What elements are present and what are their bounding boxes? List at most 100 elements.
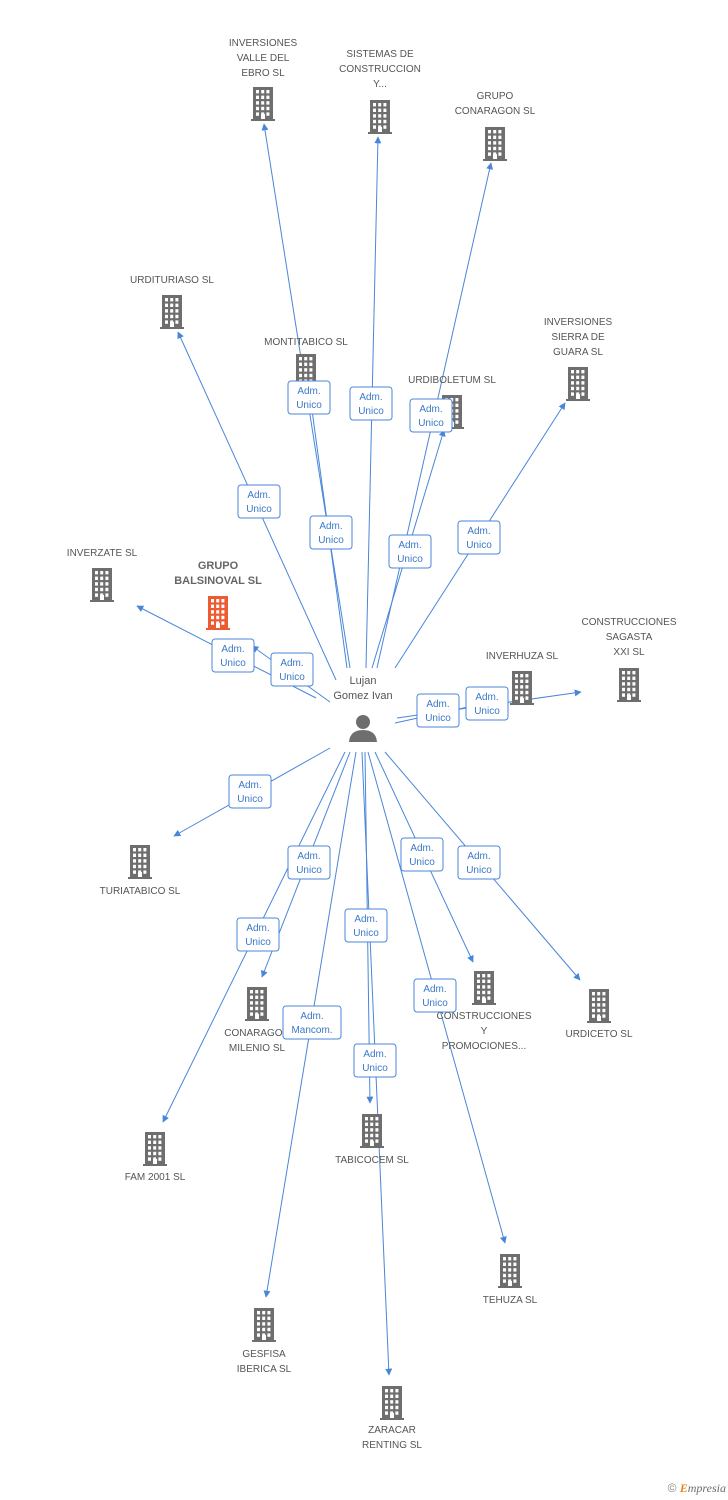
company-label: INVERSIONES xyxy=(229,38,298,49)
edge-label-grupo-conaragon[interactable]: Adm.Unico xyxy=(409,398,453,433)
edge-label-construcciones-sagasta[interactable]: Adm.Unico xyxy=(465,686,509,721)
footer: © Empresia xyxy=(668,1481,726,1496)
building-icon xyxy=(617,668,641,702)
company-node-urdiceto[interactable]: URDICETO SL xyxy=(565,989,633,1040)
company-label: VALLE DEL xyxy=(237,53,290,64)
edge-label-inversiones-valle-del-ebro[interactable]: Adm.Unico xyxy=(287,380,331,415)
edge-label-text: Adm. xyxy=(297,851,320,862)
company-node-inverhuza[interactable]: INVERHUZA SL xyxy=(486,651,559,705)
company-label: Y... xyxy=(373,79,387,90)
edge-label-text: Unico xyxy=(409,857,435,868)
company-node-construcciones-y-promociones[interactable]: CONSTRUCCIONESYPROMOCIONES... xyxy=(436,971,532,1052)
company-label: URDICETO SL xyxy=(565,1029,632,1040)
edge-label-text: Adm. xyxy=(300,1011,323,1022)
edge-label-text: Adm. xyxy=(398,540,421,551)
copyright-symbol: © xyxy=(667,1481,677,1495)
edge-label-urdiceto[interactable]: Adm.Unico xyxy=(457,845,501,880)
edge-label-text: Unico xyxy=(418,418,444,429)
company-node-tehuza[interactable]: TEHUZA SL xyxy=(483,1254,538,1306)
company-node-urdituriaso[interactable]: URDITURIASO SL xyxy=(130,275,214,329)
company-label: GRUPO xyxy=(198,560,239,572)
edge-label-inversiones-sierra-de-guara[interactable]: Adm.Unico xyxy=(457,520,501,555)
company-label: EBRO SL xyxy=(241,68,285,79)
edge-label-text: Unico xyxy=(397,554,423,565)
edge-label-box xyxy=(287,845,331,880)
edge-label-inverzate[interactable]: Adm.Unico xyxy=(211,638,255,673)
building-icon xyxy=(128,845,152,879)
person-icon xyxy=(349,715,377,742)
company-label: MONTITABICO SL xyxy=(264,337,348,348)
company-node-turiatabico[interactable]: TURIATABICO SL xyxy=(100,845,181,897)
edge-label-text: Adm. xyxy=(247,490,270,501)
edge-label-box xyxy=(465,686,509,721)
edge-label-conaragon-milenio[interactable]: Adm.Unico xyxy=(287,845,331,880)
edge-label-tabicocem[interactable]: Adm. Unico xyxy=(344,908,388,943)
edge-label-sistemas-de-construccion[interactable]: Adm.Unico xyxy=(349,386,393,421)
company-label: GRUPO xyxy=(477,91,514,102)
edge-label-box xyxy=(388,534,432,569)
edge-label-inverhuza[interactable]: Adm. Unico xyxy=(416,693,460,728)
company-node-fam-2001[interactable]: FAM 2001 SL xyxy=(125,1132,186,1183)
company-label: CONARAGON xyxy=(224,1028,290,1039)
edge-label-tehuza[interactable]: Adm. Unico xyxy=(413,978,457,1013)
company-node-conaragon-milenio[interactable]: CONARAGON MILENIO SL xyxy=(224,987,290,1054)
company-label: SISTEMAS DE xyxy=(346,49,414,60)
company-label: GUARA SL xyxy=(553,347,603,358)
company-node-sistemas-de-construccion[interactable]: SISTEMAS DE CONSTRUCCION Y... xyxy=(339,49,421,134)
company-label: FAM 2001 SL xyxy=(125,1172,186,1183)
edge-label-text: Adm. xyxy=(426,699,449,710)
company-node-montitabico[interactable]: MONTITABICO SL xyxy=(264,337,348,388)
edge-label-text: Unico xyxy=(237,794,263,805)
company-node-grupo-balsinoval[interactable]: GRUPO BALSINOVAL SL xyxy=(174,560,262,630)
edge-label-text: Unico xyxy=(353,928,379,939)
building-icon xyxy=(587,989,611,1023)
edge-label-construcciones-y-promociones[interactable]: Adm. Unico xyxy=(400,837,444,872)
company-label: BALSINOVAL SL xyxy=(174,575,262,587)
company-node-inversiones-valle-del-ebro[interactable]: INVERSIONES VALLE DEL EBRO SL xyxy=(229,38,298,121)
company-label: ZARACAR xyxy=(368,1425,416,1436)
edge-label-gesfisa-iberica[interactable]: Adm. Mancom. xyxy=(282,1005,342,1040)
edge-label-text: Mancom. xyxy=(291,1025,332,1036)
edge-label-text: Adm. xyxy=(423,984,446,995)
edge-label-grupo-balsinoval[interactable]: Adm.Unico xyxy=(270,652,314,687)
company-label: MILENIO SL xyxy=(229,1043,286,1054)
edge-label-text: Unico xyxy=(318,535,344,546)
building-icon xyxy=(360,1114,384,1148)
building-icon xyxy=(252,1308,276,1342)
edge-label-zaracar-renting[interactable]: Adm.Unico xyxy=(353,1043,397,1078)
edge-label-text: Unico xyxy=(425,713,451,724)
company-label: TABICOCEM SL xyxy=(335,1155,409,1166)
edge-label-box xyxy=(457,845,501,880)
brand-logo[interactable]: Empresia xyxy=(680,1481,726,1495)
edge-label-box xyxy=(344,908,388,943)
edge-label-urdiboletum[interactable]: Adm. Unico xyxy=(388,534,432,569)
company-label: CONSTRUCCION xyxy=(339,64,421,75)
company-label: TURIATABICO SL xyxy=(100,886,181,897)
edge-label-text: Adm. xyxy=(354,914,377,925)
edge-label-box xyxy=(211,638,255,673)
edge-label-urdituriaso[interactable]: Adm.Unico xyxy=(237,484,281,519)
building-icon xyxy=(245,987,269,1021)
company-label: GESFISA xyxy=(242,1349,286,1360)
company-label: XXI SL xyxy=(613,647,645,658)
company-node-tabicocem[interactable]: TABICOCEM SL xyxy=(335,1114,409,1166)
edge-label-box xyxy=(237,484,281,519)
edge-label-text: Unico xyxy=(422,998,448,1009)
edge-label-turiatabico[interactable]: Adm.Unico xyxy=(228,774,272,809)
edge-label-box xyxy=(413,978,457,1013)
edge-label-box xyxy=(282,1005,342,1040)
edge-label-fam-2001[interactable]: Adm.Unico xyxy=(236,917,280,952)
company-label: INVERHUZA SL xyxy=(486,651,559,662)
edge-label-montitabico[interactable]: Adm.Unico xyxy=(309,515,353,550)
edge-label-text: Adm. xyxy=(410,843,433,854)
company-node-inverzate[interactable]: INVERZATE SL xyxy=(67,548,138,602)
building-icon xyxy=(160,295,184,329)
edge-label-text: Unico xyxy=(220,658,246,669)
edge-label-text: Adm. xyxy=(467,851,490,862)
